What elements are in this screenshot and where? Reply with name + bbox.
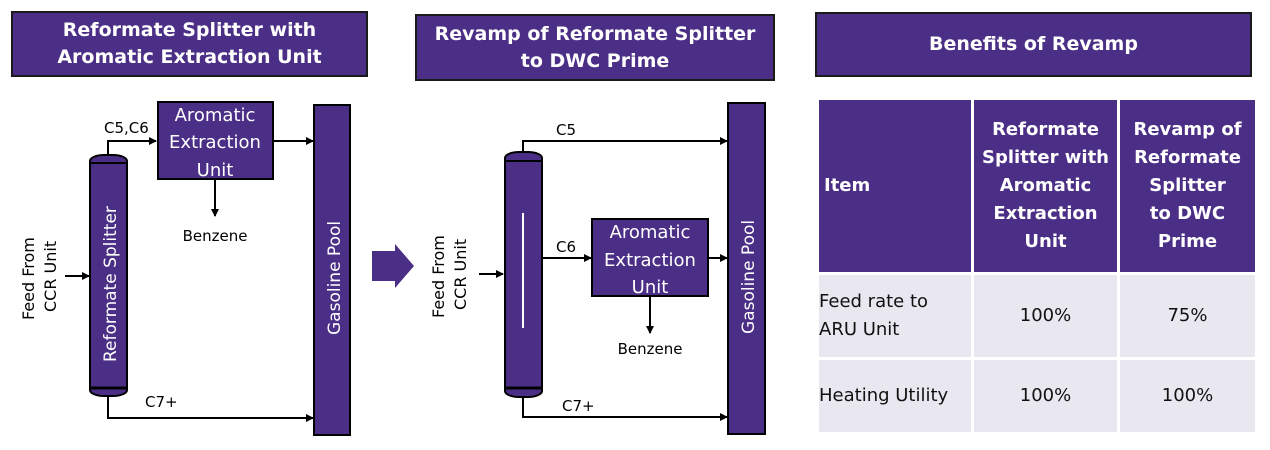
panel2-aeu-box: Aromatic Extraction Unit: [591, 218, 709, 298]
panel1-bottom-stream-label: C7+: [145, 393, 178, 411]
panel2-feed-line1: Feed From: [429, 235, 448, 318]
panel1-feed-line2: CCR Unit: [41, 241, 60, 312]
row1-col1: 100%: [974, 275, 1117, 357]
header-col1-line: Extraction: [993, 203, 1098, 224]
panel1-benzene-label: Benzene: [183, 227, 248, 245]
panel1-column-label: Reformate Splitter: [101, 206, 121, 362]
header-col2-line: Revamp of: [1133, 119, 1242, 140]
header-item: Item: [819, 100, 971, 272]
table-row: Feed rate to ARU Unit 100% 75%: [819, 275, 1255, 357]
panel1-aeu-box: Aromatic Extraction Unit: [157, 101, 274, 181]
panel2-bottom-stream-arrow: [522, 398, 728, 421]
panel2-diagram: Feed From CCR Unit C5 C6 Aromatic Extrac…: [429, 102, 766, 435]
header-col2-line: Prime: [1157, 231, 1218, 252]
header-col1-line: Reformate: [992, 119, 1099, 140]
panel1-gasoline-pool: Gasoline Pool: [313, 104, 351, 436]
row2-col2: 100%: [1120, 360, 1255, 432]
panel1-feed-line1: Feed From: [19, 237, 38, 320]
panel2-title: Revamp of Reformate Splitter to DWC Prim…: [415, 14, 775, 81]
header-col2-line: to DWC: [1149, 203, 1226, 224]
row1-col2: 75%: [1120, 275, 1255, 357]
right-arrow-icon: [372, 244, 414, 288]
header-col1-line: Splitter with: [982, 147, 1109, 168]
panel1-bottom-stream-arrow: [107, 397, 314, 422]
panel1-title-line2: Aromatic Extraction Unit: [57, 46, 322, 68]
panel1-title-line1: Reformate Splitter with: [62, 19, 317, 41]
panel2-benzene-label: Benzene: [618, 340, 683, 358]
panel3-title-text: Benefits of Revamp: [929, 33, 1138, 55]
header-col2-line: Splitter: [1149, 175, 1226, 196]
panel2-aeu-line3: Unit: [632, 277, 669, 298]
panel2-feed-line2: CCR Unit: [451, 239, 470, 310]
panel2-title-line1: Revamp of Reformate Splitter: [434, 22, 756, 45]
row1-item-line2: ARU Unit: [819, 319, 900, 340]
row2-col1: 100%: [974, 360, 1117, 432]
header-col2-line: Reformate: [1134, 147, 1241, 168]
panel1-top-stream-arrow: [107, 137, 157, 154]
panel1-aeu-line1: Aromatic: [175, 105, 256, 126]
panel1-splitter-column: Reformate Splitter: [89, 154, 128, 397]
header-item-text: Item: [824, 175, 871, 196]
header-col1-line: Unit: [1024, 231, 1067, 252]
table-row: Heating Utility 100% 100%: [819, 360, 1255, 432]
header-col2: Revamp of Reformate Splitter to DWC Prim…: [1120, 100, 1255, 272]
panel2-gasoline-pool: Gasoline Pool: [727, 102, 766, 435]
panel2-side-stream-label: C6: [556, 238, 576, 256]
panel2-aeu-line2: Extraction: [604, 250, 696, 271]
panel1-aeu-line2: Extraction: [169, 132, 261, 153]
header-col1: Reformate Splitter with Aromatic Extract…: [974, 100, 1117, 272]
panel2-dwc-column: [504, 151, 543, 398]
panel2-top-stream-arrow: [522, 137, 728, 151]
row2-item: Heating Utility: [819, 360, 971, 432]
panel1-diagram: Feed From CCR Unit Reformate Splitter C5…: [19, 101, 351, 436]
panel2-top-stream-label: C5: [556, 121, 576, 139]
panel2-bottom-stream-label: C7+: [562, 397, 595, 415]
panel1-feed-label: Feed From CCR Unit: [19, 237, 60, 320]
panel1-title: Reformate Splitter with Aromatic Extract…: [11, 11, 368, 77]
panel1-aeu-line3: Unit: [197, 160, 234, 181]
panel1-top-stream-label: C5,C6: [104, 119, 149, 137]
panel2-pool-label: Gasoline Pool: [739, 220, 759, 334]
row1-item: Feed rate to ARU Unit: [819, 275, 971, 357]
header-col1-line: Aromatic: [999, 175, 1092, 196]
panel2-aeu-line1: Aromatic: [610, 222, 691, 243]
table-header-row: Item Reformate Splitter with Aromatic Ex…: [819, 100, 1255, 272]
panel1-pool-label: Gasoline Pool: [325, 221, 345, 335]
panel2-title-line2: to DWC Prime: [520, 49, 670, 72]
benefits-table: Item Reformate Splitter with Aromatic Ex…: [816, 97, 1258, 435]
row1-item-line1: Feed rate to: [819, 291, 929, 312]
panel3-title: Benefits of Revamp: [815, 12, 1252, 77]
